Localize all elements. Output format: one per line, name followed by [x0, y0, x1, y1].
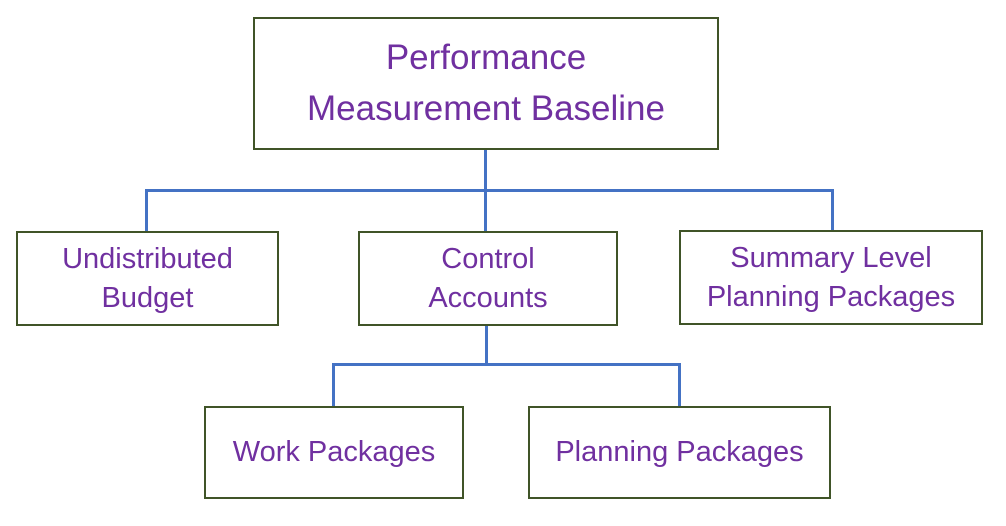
connector-level2-horizontal	[332, 363, 680, 366]
connector-control-accounts-stem	[484, 325, 488, 366]
node-label-line: Budget	[101, 281, 194, 314]
node-label-line: Control	[441, 242, 535, 275]
node-label-line: Planning Packages	[706, 280, 956, 313]
node-label-line: Accounts	[428, 281, 548, 314]
connector-to-planning-packages	[677, 363, 681, 406]
connector-level1-horizontal	[145, 189, 834, 192]
node-label-line: Work Packages	[232, 436, 436, 469]
node-label-line: Summary Level	[730, 241, 932, 274]
connector-to-undistributed-budget	[145, 189, 148, 231]
node-work-packages: Work Packages	[204, 406, 464, 499]
node-performance-measurement-baseline: Performance Measurement Baseline	[253, 17, 719, 150]
connector-to-work-packages	[332, 363, 335, 406]
node-planning-packages: Planning Packages	[528, 406, 831, 499]
node-label-line: Planning Packages	[555, 436, 804, 469]
connector-to-summary-level-planning-packages	[831, 189, 834, 230]
node-label-line: Measurement Baseline	[307, 88, 665, 128]
node-summary-level-planning-packages: Summary Level Planning Packages	[679, 230, 983, 325]
node-label-line: Undistributed	[62, 242, 233, 275]
node-label-line: Performance	[385, 37, 587, 77]
node-control-accounts: Control Accounts	[358, 231, 618, 326]
node-undistributed-budget: Undistributed Budget	[16, 231, 279, 326]
